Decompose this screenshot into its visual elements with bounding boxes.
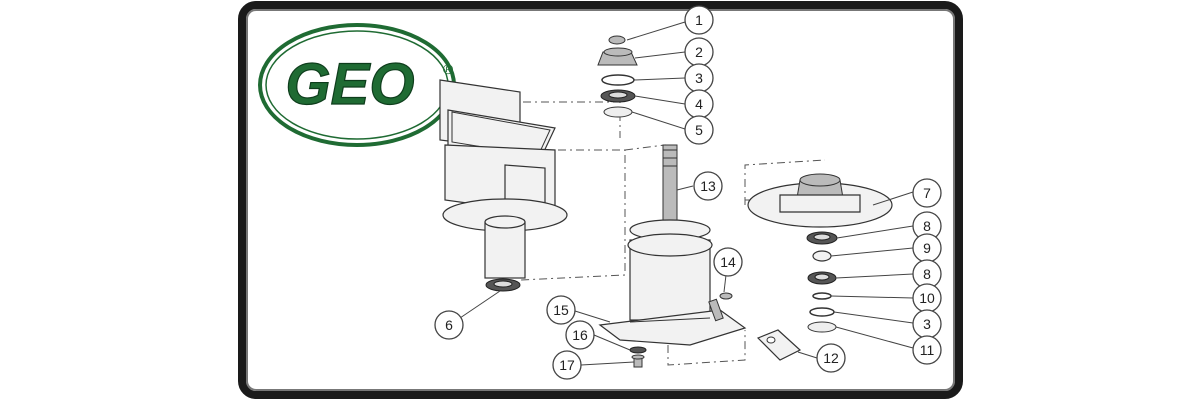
- blade-holder-12: [756, 329, 802, 361]
- callout-label: 3: [923, 316, 931, 332]
- right-parts-stack: [806, 231, 838, 333]
- callout-17: 17: [552, 350, 582, 380]
- callout-5: 5: [684, 115, 714, 145]
- callout-15: 15: [546, 295, 576, 325]
- callout-label: 1: [695, 12, 703, 28]
- central-gearbox: [598, 144, 747, 346]
- leader-lines: [459, 21, 914, 366]
- callout-label: 9: [923, 240, 931, 256]
- callout-12: 12: [816, 343, 846, 373]
- bolt-16-17: [629, 346, 647, 368]
- callout-6: 6: [434, 310, 464, 340]
- callout-label: 12: [823, 350, 839, 366]
- top-parts-stack: [597, 35, 638, 118]
- callout-1: 1: [684, 5, 714, 35]
- callout-label: 8: [923, 218, 931, 234]
- callout-9: 9: [912, 233, 942, 263]
- callout-label: 16: [572, 327, 588, 343]
- callout-label: 4: [695, 96, 703, 112]
- gearbox-housing: [439, 79, 568, 279]
- callout-label: 2: [695, 44, 703, 60]
- callout-16: 16: [565, 320, 595, 350]
- callout-label: 11: [920, 342, 935, 358]
- callout-label: 15: [553, 302, 569, 318]
- callout-label: 6: [445, 317, 453, 333]
- logo-text: GEO: [286, 52, 415, 117]
- callout-label: 5: [695, 122, 703, 138]
- callout-3: 3: [684, 63, 714, 93]
- callout-label: 17: [559, 357, 575, 373]
- callout-label: 14: [720, 254, 736, 270]
- callout-10: 10: [912, 283, 942, 313]
- callout-label: 3: [695, 70, 703, 86]
- callout-11: 11: [912, 335, 942, 365]
- callout-label: 7: [923, 185, 931, 201]
- callout-3b: 3: [912, 309, 942, 339]
- callout-label: 8: [923, 266, 931, 282]
- callout-7: 7: [912, 178, 942, 208]
- geo-logo: GEO ®: [258, 23, 456, 147]
- callout-label: 13: [700, 178, 716, 194]
- callout-label: 10: [919, 290, 935, 306]
- callout-2: 2: [684, 37, 714, 67]
- registered-mark: ®: [443, 61, 454, 77]
- callout-14: 14: [713, 247, 743, 277]
- callout-4: 4: [684, 89, 714, 119]
- callout-13: 13: [693, 171, 723, 201]
- bearing-6: [485, 278, 521, 292]
- disc-7: [747, 173, 893, 228]
